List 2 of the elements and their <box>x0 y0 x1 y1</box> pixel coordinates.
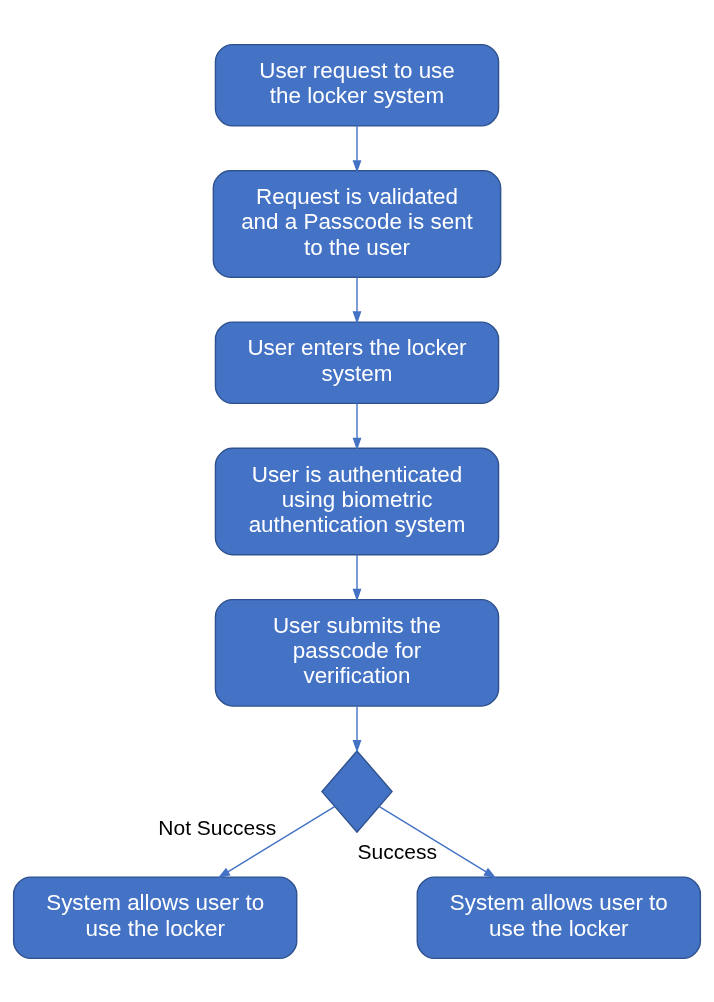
edge-label: Success <box>357 839 437 863</box>
edge-label: Not Success <box>158 815 277 839</box>
